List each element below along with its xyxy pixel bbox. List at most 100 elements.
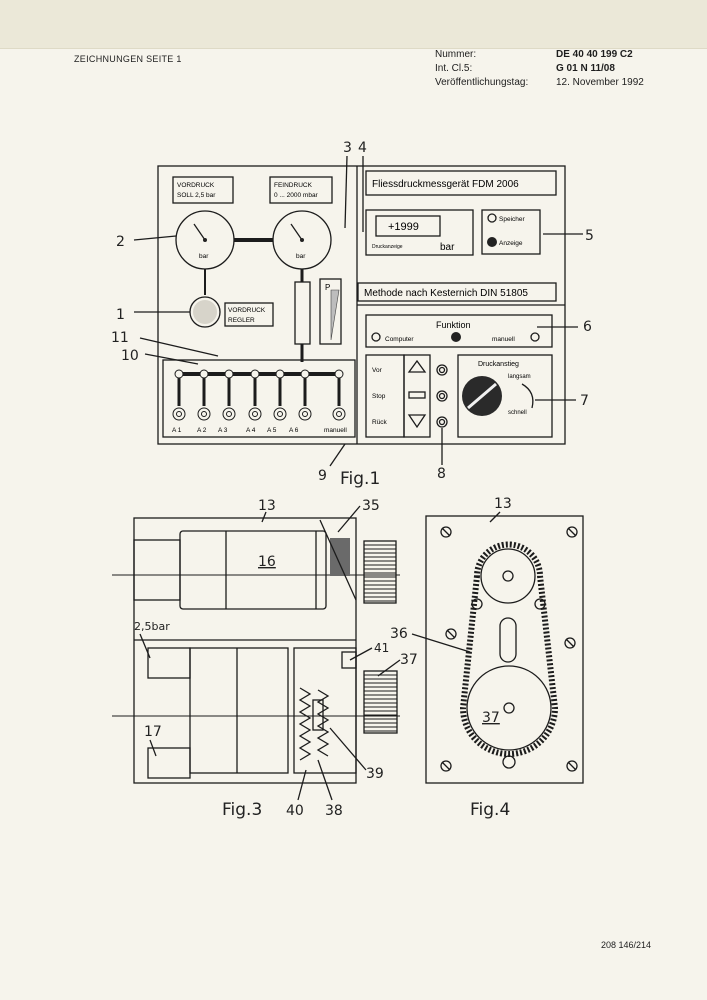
valve-junction: [250, 369, 260, 379]
valve-port-connector: [172, 407, 186, 421]
computer-lamp: [371, 332, 381, 342]
flow-tube: [294, 281, 311, 345]
fig4-caption: Fig.4: [470, 800, 510, 820]
speicher-label: Speicher: [499, 216, 525, 223]
port-a3: A 3: [218, 427, 228, 434]
gauge-right-label-line1: FEINDRUCK: [274, 182, 313, 189]
fig3-ref-16: 16: [258, 554, 276, 570]
fig3-ref-37: 37: [400, 652, 418, 668]
port-a5: A 5: [267, 427, 277, 434]
value-int-cl: G 01 N 11/08: [556, 63, 615, 74]
ref-6: 6: [583, 319, 592, 335]
ref-1: 1: [116, 307, 125, 323]
fig3-ref-39: 39: [366, 766, 384, 782]
manuell-label: manuell: [492, 336, 515, 343]
anzeige-lamp: [487, 237, 497, 247]
valve-port-connector: [197, 407, 211, 421]
valve-port-connector: [222, 407, 236, 421]
vor-label: Vor: [372, 367, 383, 374]
ref-7: 7: [580, 393, 589, 409]
fig3-ref-40: 40: [286, 803, 304, 819]
fig4-ref-36: 36: [390, 626, 408, 642]
valve-junction: [300, 369, 310, 379]
fig3-ref-13: 13: [258, 498, 276, 514]
drawings-page-label: ZEICHNUNGEN SEITE 1: [74, 54, 182, 64]
valve-port-inner: [277, 411, 283, 417]
fig3-ref-41: 41: [374, 641, 389, 655]
display-unit: bar: [440, 242, 455, 253]
p-label: P: [325, 283, 330, 292]
ref-8: 8: [437, 466, 446, 482]
gauge-left-unit: bar: [199, 253, 209, 260]
valve-junction: [224, 369, 234, 379]
fig1-caption: Fig.1: [340, 469, 380, 489]
valve-ports: [172, 369, 346, 421]
fig3-ref-2-5bar: 2,5bar: [134, 620, 170, 633]
value-publication-date: 12. November 1992: [556, 77, 644, 88]
fig4-drawing: 13 36 37 Fig.4: [390, 496, 584, 820]
stop-button-icon: [408, 391, 426, 399]
ref-11: 11: [111, 330, 129, 346]
anzeige-label: Anzeige: [499, 240, 523, 247]
display-window: [375, 215, 441, 237]
header-labels: Nummer: Int. Cl.5: Veröffentlichungstag:: [435, 48, 528, 90]
schnell-label: schnell: [508, 410, 527, 416]
ref-4: 4: [358, 140, 367, 156]
port-a2: A 2: [197, 427, 207, 434]
control-buttons-box: [403, 354, 431, 438]
header-values: DE 40 40 199 C2 G 01 N 11/08 12. Novembe…: [556, 48, 644, 90]
p-indicator: [319, 278, 342, 345]
langsam-label: langsam: [508, 374, 531, 380]
ref-2: 2: [116, 234, 125, 250]
valve-port-inner: [226, 411, 232, 417]
fig4-ref-37: 37: [482, 710, 500, 726]
scan-top-band: [0, 0, 707, 49]
label-publication-date: Veröffentlichungstag:: [435, 77, 529, 88]
valve-junction: [174, 369, 184, 379]
valve-port-connector: [273, 407, 287, 421]
device-title: Fliessdruckmessgerät FDM 2006: [372, 179, 519, 190]
valve-port-connector: [332, 407, 346, 421]
valve-junction: [334, 369, 344, 379]
ref-3: 3: [343, 140, 352, 156]
label-nummer: Nummer:: [435, 49, 477, 60]
gauge-left-label-box: [172, 176, 234, 204]
fig3-ref-35: 35: [362, 498, 380, 514]
device-title-box: [365, 170, 557, 196]
ref-10: 10: [121, 348, 139, 364]
druckanstieg-label: Druckanstieg: [478, 361, 519, 368]
value-nummer: DE 40 40 199 C2: [556, 49, 633, 60]
regler-label-line2: REGLER: [228, 317, 255, 324]
fig3-drawing: 13 35 16 2,5bar 41 37 17 39 40 38 Fig.3: [112, 498, 418, 820]
valve-port-connector: [298, 407, 312, 421]
ref-9: 9: [318, 468, 327, 484]
speicher-lamp: [487, 213, 497, 223]
function-panel: [365, 314, 553, 348]
valve-port-inner: [252, 411, 258, 417]
port-a4: A 4: [246, 427, 256, 434]
valve-block: [162, 359, 356, 438]
rueck-label: Rück: [372, 419, 388, 426]
port-a1: A 1: [172, 427, 182, 434]
valve-junction: [275, 369, 285, 379]
funktion-label: Funktion: [436, 320, 471, 330]
ref-5: 5: [585, 228, 594, 244]
port-a6: A 6: [289, 427, 299, 434]
gauge-right-unit: bar: [296, 253, 306, 260]
gauge-left-label-line1: VORDRUCK: [177, 182, 215, 189]
fig3-ref-38: 38: [325, 803, 343, 819]
valve-port-connector: [248, 407, 262, 421]
stop-label: Stop: [372, 393, 386, 400]
computer-label: Computer: [385, 336, 414, 343]
gauge-right-label-line2: 0 ... 2000 mbar: [274, 192, 319, 199]
valve-port-inner: [302, 411, 308, 417]
vor-button-icon: [407, 359, 427, 373]
footer-doc-number: 208 146/214: [600, 940, 651, 950]
pressure-rise-box: [457, 354, 553, 438]
valve-junction: [199, 369, 209, 379]
display-caption: Druckanzeige: [372, 244, 403, 250]
fig1-device-panel: VORDRUCK SOLL 2,5 bar bar FEINDRUCK 0 ..…: [111, 140, 594, 489]
port-manuell: manuell: [324, 427, 347, 434]
display-value: +1999: [388, 221, 419, 233]
